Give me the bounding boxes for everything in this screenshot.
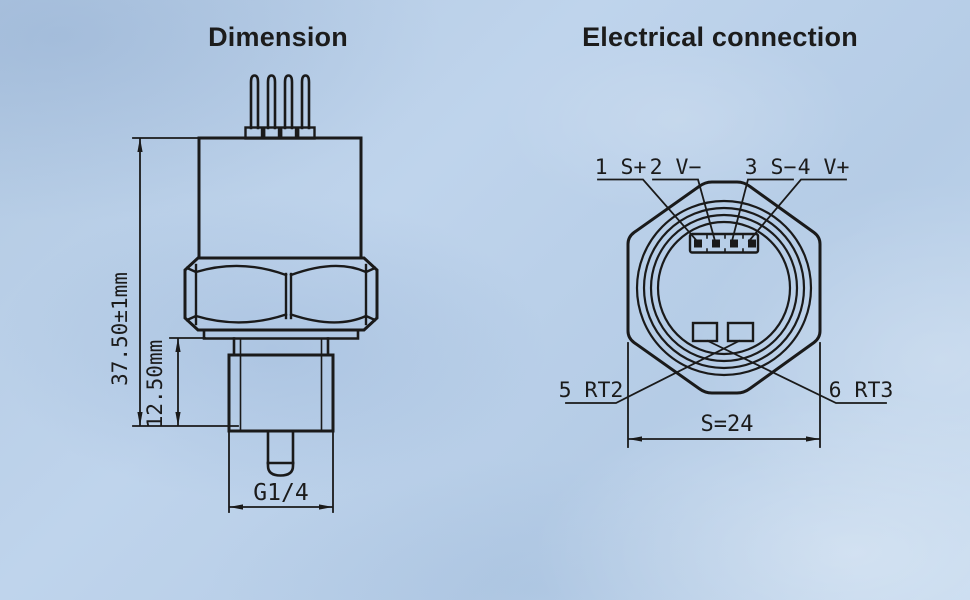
arrow-down	[175, 412, 181, 426]
thread-length-dimension-label: 12.50mm	[143, 340, 167, 429]
arrow-up	[175, 338, 181, 352]
arrow-right	[806, 436, 820, 442]
pin-1-contact	[694, 239, 702, 248]
thread-neck	[232, 337, 330, 357]
arrow-up	[137, 138, 143, 152]
arrow-down	[137, 412, 143, 426]
sensor-body	[197, 136, 363, 260]
thread-size-label: G1/4	[253, 480, 308, 506]
pin-4	[300, 74, 311, 130]
pin-2	[266, 74, 277, 130]
hex-outline	[626, 180, 822, 395]
pin-2-contact	[712, 239, 720, 248]
sensor-side-view	[132, 74, 379, 477]
pin2-label: 2 V−	[650, 155, 702, 180]
pin-4-contact	[748, 239, 756, 248]
pin3-label: 3 S−	[745, 155, 797, 180]
thread-body	[227, 353, 335, 433]
rt3-terminal	[691, 321, 719, 343]
arrow-left	[229, 504, 243, 510]
pin1-label: 1 S+	[595, 155, 647, 180]
arrow-right	[319, 504, 333, 510]
pin-block	[688, 232, 760, 254]
pin-leader-lines	[597, 178, 847, 243]
dimension-title: Dimension	[208, 22, 348, 52]
height-dimension-label: 37.50±1mm	[108, 272, 132, 386]
pin-3-contact	[730, 239, 738, 248]
width-across-flats-label: S=24	[701, 412, 754, 437]
dimension-annotations	[132, 138, 334, 513]
rt3-label: 6 RT3	[829, 378, 894, 403]
electrical-connection-title: Electrical connection	[582, 22, 858, 52]
width-dimension	[627, 342, 821, 448]
pin-1	[249, 74, 260, 130]
hex-nut	[183, 256, 379, 332]
washer-flange	[202, 328, 360, 340]
terminal-leader-lines	[565, 339, 887, 404]
probe-tip	[266, 429, 295, 477]
rt2-terminal	[726, 321, 755, 343]
connector-pins	[249, 74, 311, 130]
connector-end-view	[565, 178, 887, 448]
pin-3	[283, 74, 294, 130]
rt2-label: 5 RT2	[559, 378, 624, 403]
pin4-label: 4 V+	[798, 155, 850, 180]
arrow-left	[628, 436, 642, 442]
thread-crest-lines	[239, 339, 323, 431]
concentric-circles	[635, 199, 813, 377]
